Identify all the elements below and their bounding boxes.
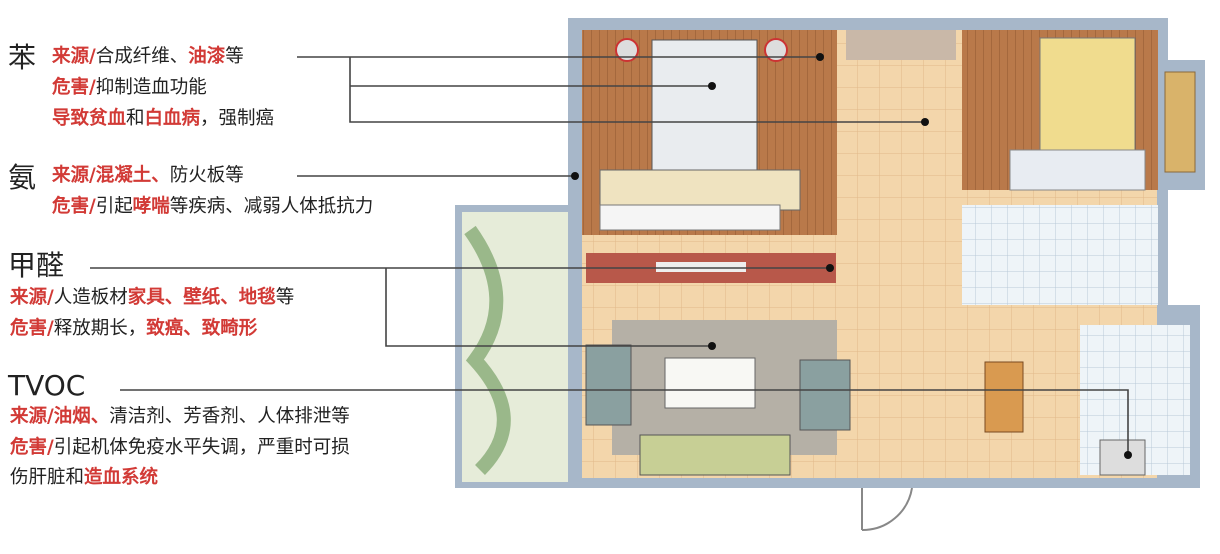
highlight-text: 来源/混凝土、 [52, 165, 170, 186]
highlight-text: 来源/ [10, 287, 54, 308]
text-segment: 等 [275, 287, 295, 308]
pollutant-name: 苯 [8, 41, 37, 74]
pollutant-info-line: 危害/引起哮喘等疾病、减弱人体抵抗力 [52, 196, 374, 217]
highlight-text: 白血病 [144, 108, 201, 129]
pollutant-info-line: 来源/油烟、清洁剂、芳香剂、人体排泄等 [10, 406, 350, 427]
pollutant-info-line: 危害/释放期长，致癌、致畸形 [10, 318, 258, 339]
text-segment: 释放期长， [53, 318, 147, 339]
text-segment: 等 [225, 46, 244, 67]
highlight-text: 危害/ [52, 77, 96, 98]
highlight-text: 危害/ [52, 196, 96, 217]
text-segment: 伤肝脏和 [10, 467, 85, 488]
highlight-text: 家具、壁纸、地毯 [127, 287, 276, 308]
pollutant-info-line: 来源/混凝土、防火板等 [52, 165, 244, 186]
pollutant-name: TVOC [8, 369, 86, 402]
text-segment: ，强制癌 [200, 108, 275, 129]
pollutant-info-line: 来源/合成纤维、油漆等 [52, 46, 244, 67]
pollutant-info-line: 危害/抑制造血功能 [52, 77, 207, 98]
dining-table [984, 361, 1024, 433]
text-segment: 清洁剂、芳香剂、人体排泄等 [109, 406, 350, 427]
highlight-text: 危害/ [10, 318, 54, 339]
text-segment: 抑制造血功能 [95, 77, 207, 98]
text-segment: 防火板等 [169, 165, 244, 186]
highlight-text: 危害/ [10, 437, 54, 458]
pollutant-info-line: 导致贫血和白血病，强制癌 [52, 108, 275, 129]
text-segment: 人造板材 [53, 287, 128, 308]
bathroom [962, 205, 1158, 305]
highlight-text: 哮喘 [132, 196, 170, 217]
text-segment: 引起 [95, 196, 133, 217]
highlight-text: 来源/油烟、 [10, 406, 110, 427]
pollutant-info-line: 危害/引起机体免疫水平失调，严重时可损 [10, 437, 350, 458]
highlight-text: 油漆 [188, 46, 226, 67]
text-segment: 合成纤维、 [95, 46, 189, 67]
text-segment: 和 [126, 108, 145, 129]
text-segment: 等疾病、减弱人体抵抗力 [169, 196, 374, 217]
highlight-text: 造血系统 [84, 467, 159, 488]
highlight-text: 来源/ [52, 46, 96, 67]
pollutant-info-line: 来源/人造板材家具、壁纸、地毯等 [10, 287, 295, 308]
leader-dots [571, 53, 1132, 459]
leader-lines [90, 56, 1129, 455]
highlight-text: 导致贫血 [52, 108, 127, 129]
pollutant-name: 氨 [8, 161, 37, 194]
pollutant-info-line: 伤肝脏和造血系统 [10, 467, 159, 488]
pollutant-name: 甲醛 [8, 249, 65, 282]
text-segment: 引起机体免疫水平失调，严重时可损 [53, 437, 350, 458]
highlight-text: 致癌、致畸形 [146, 318, 258, 339]
